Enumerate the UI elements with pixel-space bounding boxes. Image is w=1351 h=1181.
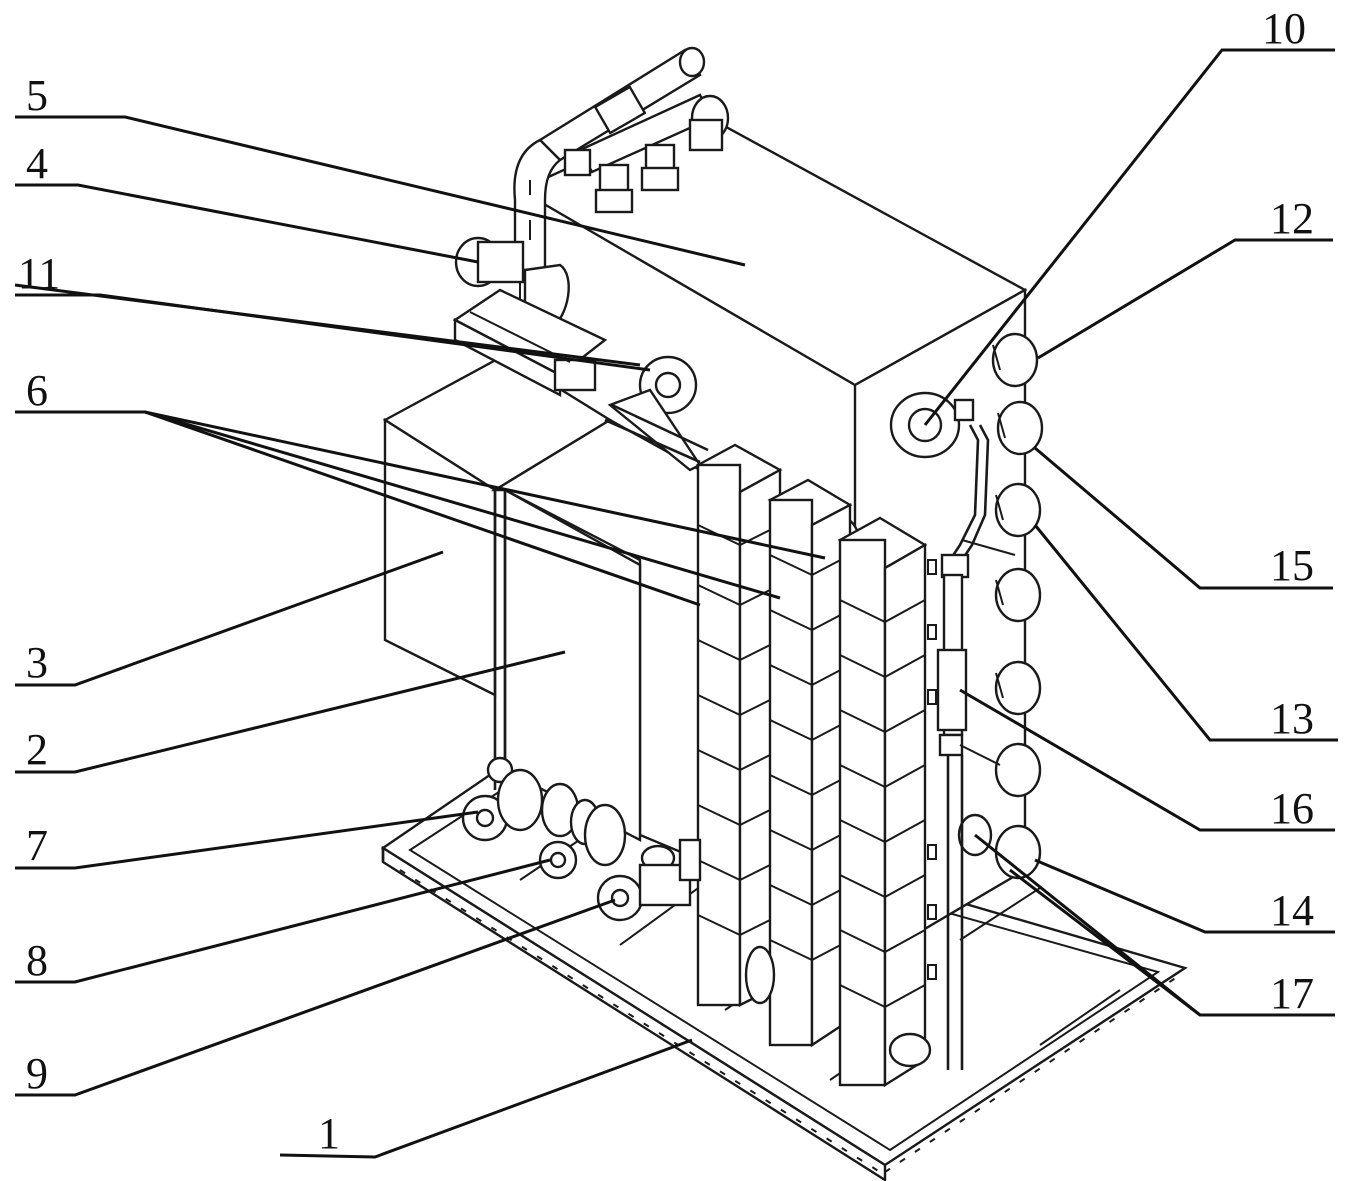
- label-10: 10: [1262, 4, 1306, 53]
- label-5: 5: [26, 71, 48, 120]
- bottom-wheel: [744, 945, 776, 1005]
- label-14: 14: [1270, 886, 1314, 935]
- port-upper: [996, 400, 1044, 456]
- stack-column-right: [837, 516, 937, 1088]
- side-ports: [889, 332, 1044, 880]
- port-12: [991, 332, 1039, 388]
- stack-column-middle: [767, 478, 853, 1048]
- port-lower: [994, 660, 1042, 716]
- label-6: 6: [26, 366, 48, 415]
- labels: 1 2 3 4 5 6 7 8 9 10 11 12 13 14 15 16 1…: [18, 4, 1314, 1158]
- label-12: 12: [1270, 194, 1314, 243]
- label-8: 8: [26, 936, 48, 985]
- leader-lines: [14, 48, 1338, 1159]
- tank-2: [490, 418, 702, 862]
- label-17: 17: [1270, 969, 1314, 1018]
- label-16: 16: [1270, 784, 1314, 833]
- label-11: 11: [18, 249, 60, 298]
- label-9: 9: [26, 1049, 48, 1098]
- label-15: 15: [1270, 541, 1314, 590]
- label-13: 13: [1270, 694, 1314, 743]
- label-1: 1: [318, 1109, 340, 1158]
- pump-assembly: [461, 756, 702, 922]
- label-2: 2: [26, 725, 48, 774]
- label-7: 7: [26, 821, 48, 870]
- label-4: 4: [26, 139, 48, 188]
- top-piping: [452, 46, 730, 397]
- port-mid: [994, 567, 1042, 623]
- label-3: 3: [26, 638, 48, 687]
- port-low2: [994, 742, 1042, 798]
- port-13: [994, 482, 1042, 538]
- stack-column-left: [695, 443, 783, 1007]
